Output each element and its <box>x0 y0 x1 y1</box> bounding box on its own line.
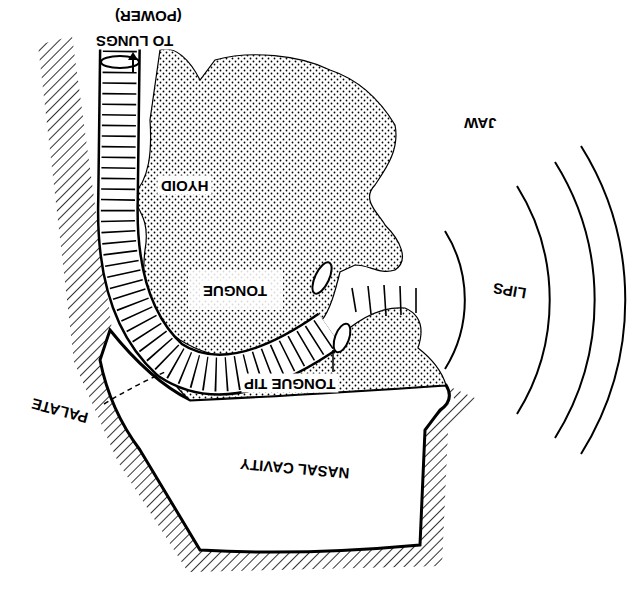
part-label: LIPS <box>489 277 531 302</box>
part-label: TONGUE <box>200 281 270 300</box>
part-label: JAW <box>461 113 500 132</box>
part-label: PALATE <box>27 393 93 427</box>
direction-label: TO LUNGS <box>93 31 176 50</box>
part-label: TONGUE TIP <box>241 374 338 393</box>
part-label: HYOID <box>158 176 212 195</box>
part-label: NASAL CAVITY <box>237 454 354 482</box>
direction-label: (POWER) <box>112 6 185 25</box>
